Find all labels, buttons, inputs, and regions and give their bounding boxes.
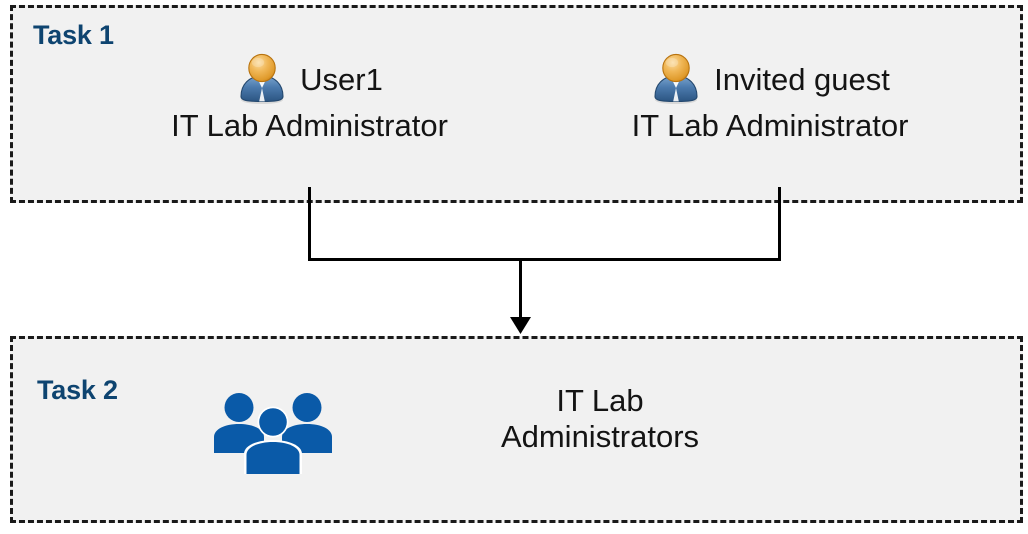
task-2-group-icon-block <box>212 390 336 478</box>
member-role: IT Lab Administrator <box>631 108 909 143</box>
user-icon <box>240 53 284 104</box>
member-role: IT Lab Administrator <box>171 108 448 143</box>
group-name-line-1: IT Lab <box>556 383 644 418</box>
member-name: User1 <box>300 61 383 97</box>
task-2-label: Task 2 <box>37 375 118 405</box>
task-1-member-invited-guest: Invited guest IT Lab Administrator <box>589 52 951 142</box>
task-1-box <box>10 5 1023 203</box>
group-name-line-2: Administrators <box>500 419 700 455</box>
group-icon <box>214 393 332 474</box>
user-icon <box>654 53 698 104</box>
member-name: Invited guest <box>714 61 890 97</box>
task-1-member-user1: User1 IT Lab Administrator <box>132 52 487 142</box>
task-2-box <box>10 336 1023 523</box>
task-2-group-name: IT Lab Administrators <box>400 383 800 456</box>
member-name-row: User1 <box>132 52 487 106</box>
task-1-label: Task 1 <box>33 20 114 50</box>
member-name-row: Invited guest <box>589 52 951 106</box>
